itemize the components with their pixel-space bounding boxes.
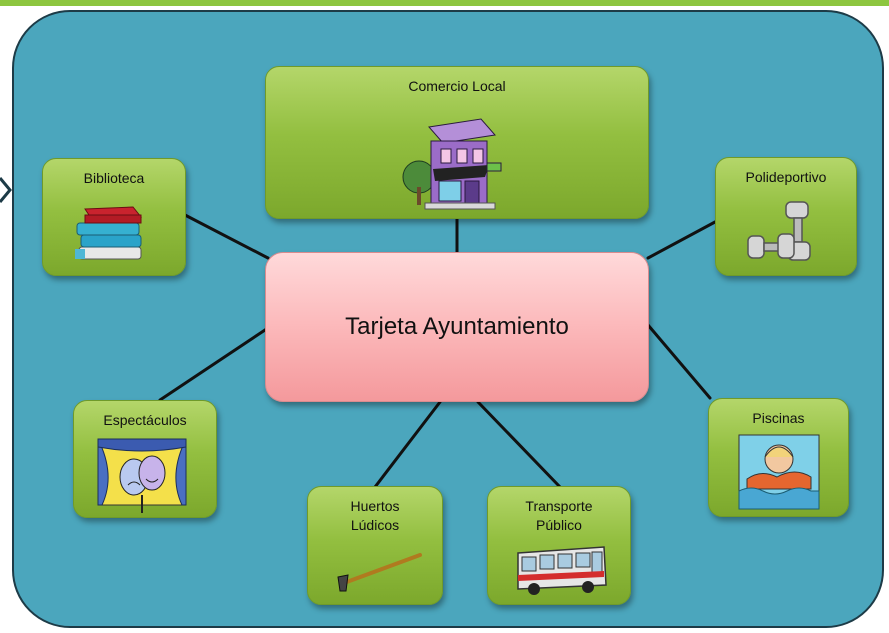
node-transporte-publico: Transporte Público: [487, 486, 631, 605]
node-huertos-ludicos-label: Huertos Lúdicos: [308, 497, 442, 535]
swimmer-icon: [738, 434, 820, 510]
node-espectaculos: Espectáculos: [73, 400, 217, 518]
node-espectaculos-label: Espectáculos: [103, 412, 187, 428]
node-huertos-label-line1: Huertos: [350, 498, 400, 514]
node-biblioteca: Biblioteca: [42, 158, 186, 276]
hoe-icon: [337, 553, 422, 592]
connector-huertos: [373, 400, 442, 489]
node-polideportivo: Polideportivo: [715, 157, 857, 276]
connector-biblioteca: [183, 213, 270, 260]
center-node-tarjeta-ayuntamiento: Tarjeta Ayuntamiento: [265, 252, 649, 402]
edge-arrow-mark: [0, 177, 12, 203]
node-transporte-label-line2: Público: [536, 517, 582, 533]
connector-espectaculos: [158, 326, 270, 402]
connector-piscinas: [646, 323, 712, 400]
node-comercio-local-label: Comercio Local: [408, 78, 506, 94]
node-polideportivo-label: Polideportivo: [745, 169, 827, 185]
node-piscinas-label: Piscinas: [752, 410, 805, 426]
node-piscinas: Piscinas: [708, 398, 849, 517]
node-transporte-publico-label: Transporte Público: [488, 497, 630, 535]
shop-icon: [402, 118, 502, 210]
node-transporte-label-line1: Transporte: [525, 498, 593, 514]
connector-polideportivo: [646, 220, 717, 260]
bus-icon: [517, 546, 607, 595]
node-comercio-local: Comercio Local: [265, 66, 649, 219]
connector-transporte: [476, 400, 562, 489]
center-node-label: Tarjeta Ayuntamiento: [345, 313, 569, 340]
books-icon: [75, 206, 142, 260]
node-huertos-label-line2: Lúdicos: [350, 517, 400, 533]
dumbbells-icon: [747, 201, 811, 261]
node-biblioteca-label: Biblioteca: [83, 170, 145, 186]
top-accent-bar: [0, 0, 889, 6]
node-huertos-ludicos: Huertos Lúdicos: [307, 486, 443, 605]
theater-masks-icon: [97, 438, 187, 513]
